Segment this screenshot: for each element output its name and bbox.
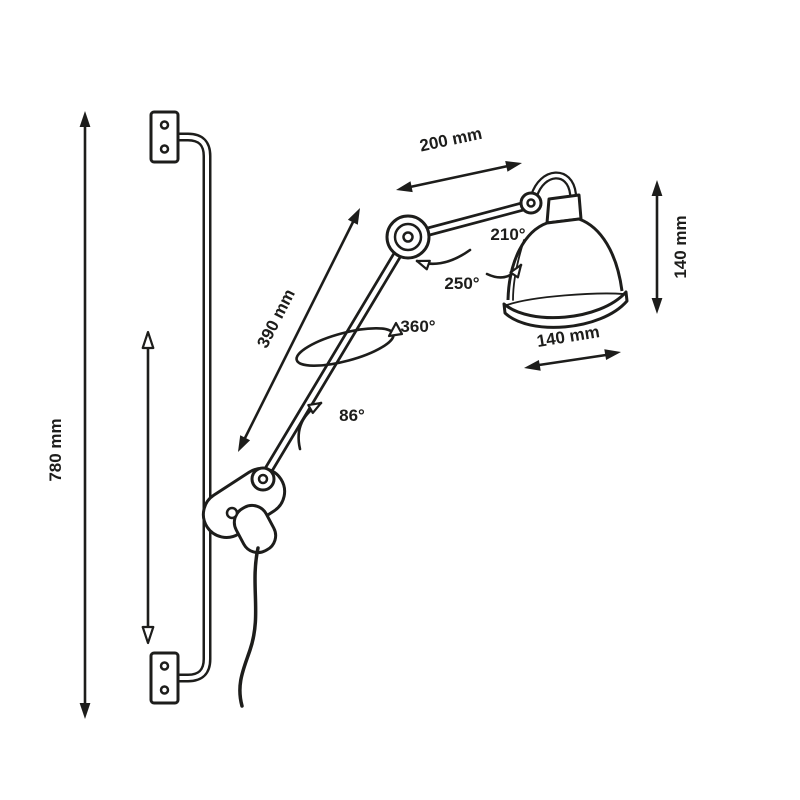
arrowhead-up-right (347, 208, 360, 225)
angle-clamp-rotation: 86° (297, 401, 365, 451)
screw-hole (159, 120, 170, 130)
angle-shade-rotation: 210° (485, 225, 526, 279)
dimension-shade-diameter: 140 mm (524, 322, 621, 371)
open-arrowhead (387, 321, 404, 338)
wall-plate-bottom (149, 651, 180, 705)
shade-rim-inner-line (506, 292, 625, 306)
angle-arm-swivel: 360° (295, 317, 436, 368)
label-bar-height: 780 mm (46, 418, 65, 481)
arrowhead-right (505, 161, 522, 172)
dimension-bar-height: 780 mm (46, 111, 91, 719)
open-arrowhead (509, 263, 523, 279)
screw-hole (159, 685, 170, 695)
arrowhead-right (604, 349, 621, 360)
arrowhead-left (524, 360, 541, 371)
arrowhead-up (651, 180, 663, 196)
open-arrowhead (415, 259, 431, 271)
arrowhead-up (79, 111, 91, 127)
screw-hole (159, 144, 170, 154)
label-shade-height: 140 mm (671, 215, 690, 278)
open-arrowhead-down (141, 625, 155, 645)
lamp-shade (502, 193, 629, 329)
screw-hole (159, 661, 170, 671)
clamp-handle (232, 503, 278, 555)
slide-range-arrow (141, 330, 155, 645)
arrowhead-left (396, 181, 413, 193)
shade-bell (506, 217, 624, 301)
shade-rim (502, 290, 629, 329)
open-arrowhead (307, 401, 323, 414)
head-joint (519, 191, 543, 215)
wall-plate-top (149, 110, 180, 164)
arrowhead-down-left (238, 435, 251, 452)
label-shade-rotation: 210° (490, 225, 525, 244)
elbow-joint (385, 214, 431, 260)
lower-arm (258, 232, 413, 484)
power-cable (238, 546, 260, 708)
label-arm-swivel: 360° (400, 317, 435, 336)
label-clamp-rotation: 86° (339, 406, 365, 425)
wall-bar (177, 132, 212, 683)
arrowhead-down (651, 298, 663, 314)
label-upper-arm: 200 mm (418, 124, 484, 156)
shade-hook (530, 171, 577, 200)
dimension-upper-arm: 200 mm (396, 124, 522, 193)
label-elbow-rotation: 250° (444, 274, 479, 293)
clamp-bolt (225, 506, 239, 520)
open-arrowhead-up (141, 330, 155, 350)
clamp-pivot-center (257, 473, 269, 485)
arrowhead-down (79, 703, 91, 719)
slide-clamp (201, 466, 287, 555)
angle-elbow-rotation: 250° (415, 248, 480, 293)
dimension-shade-height: 140 mm (651, 180, 690, 314)
